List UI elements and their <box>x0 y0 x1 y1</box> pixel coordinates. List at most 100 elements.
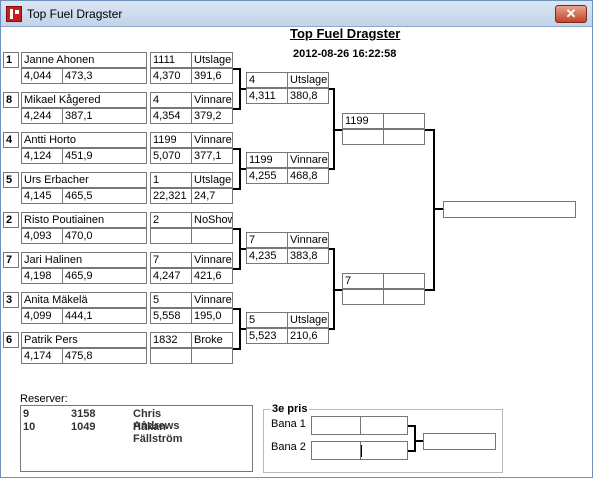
driver-name-field[interactable]: Patrik Pers <box>21 332 147 348</box>
driver-speed-field[interactable]: 473,3 <box>62 68 147 84</box>
round2-time-field[interactable]: 5,523 <box>246 328 288 344</box>
result-status-field[interactable]: Broke <box>191 332 233 348</box>
result-status-field[interactable]: Vinnare <box>191 292 233 308</box>
connector-line <box>329 168 335 170</box>
driver-speed-field[interactable]: 465,5 <box>62 188 147 204</box>
connector-line <box>239 328 246 330</box>
third-place-winner-field[interactable] <box>423 433 496 450</box>
driver-speed-field[interactable]: 470,0 <box>62 228 147 244</box>
round2-speed-field[interactable]: 380,8 <box>287 88 329 104</box>
result-speed-field[interactable]: 377,1 <box>191 148 233 164</box>
result-time-field[interactable]: 4,354 <box>150 108 192 124</box>
driver-name-field[interactable]: Urs Erbacher <box>21 172 147 188</box>
result-status-field[interactable]: Utslager <box>191 172 233 188</box>
window-title: Top Fuel Dragster <box>27 7 123 21</box>
result-number-field[interactable]: 4 <box>150 92 192 108</box>
reserve-name: Chris Andrews <box>133 408 180 432</box>
driver-name-field[interactable]: Anita Mäkelä <box>21 292 147 308</box>
round2-number-field[interactable]: 5 <box>246 312 288 328</box>
driver-name-field[interactable]: Mikael Kågered <box>21 92 147 108</box>
result-time-field[interactable]: 22,321 <box>150 188 192 204</box>
third-lane-2-status-field[interactable] <box>360 441 408 460</box>
driver-time-field[interactable]: 4,093 <box>21 228 63 244</box>
round2-speed-field[interactable]: 210,6 <box>287 328 329 344</box>
result-number-field[interactable]: 1199 <box>150 132 192 148</box>
round2-speed-field[interactable]: 383,8 <box>287 248 329 264</box>
round2-status-field[interactable]: Vinnare <box>287 152 329 168</box>
semifinal-time-field[interactable] <box>342 289 384 305</box>
round2-speed-field[interactable]: 468,8 <box>287 168 329 184</box>
semifinal-speed-field[interactable] <box>383 289 425 305</box>
result-number-field[interactable]: 5 <box>150 292 192 308</box>
driver-time-field[interactable]: 4,145 <box>21 188 63 204</box>
result-speed-field[interactable]: 391,6 <box>191 68 233 84</box>
result-status-field[interactable]: Utslager <box>191 52 233 68</box>
final-winner-field[interactable] <box>443 201 576 218</box>
round2-status-field[interactable]: Vinnare <box>287 232 329 248</box>
result-status-field[interactable]: Vinnare <box>191 92 233 108</box>
result-speed-field[interactable] <box>191 348 233 364</box>
result-speed-field[interactable]: 195,0 <box>191 308 233 324</box>
third-lane-2-number-field[interactable] <box>311 441 361 460</box>
result-time-field[interactable] <box>150 228 192 244</box>
semifinal-status-field[interactable] <box>383 113 425 129</box>
result-speed-field[interactable]: 24,7 <box>191 188 233 204</box>
driver-name-field[interactable]: Janne Ahonen <box>21 52 147 68</box>
result-status-field[interactable]: Vinnare <box>191 252 233 268</box>
round2-time-field[interactable]: 4,235 <box>246 248 288 264</box>
driver-speed-field[interactable]: 444,1 <box>62 308 147 324</box>
semifinal-speed-field[interactable] <box>383 129 425 145</box>
third-lane-1-number-field[interactable] <box>311 416 361 435</box>
connector-line <box>233 268 241 270</box>
round2-number-field[interactable]: 1199 <box>246 152 288 168</box>
driver-name-field[interactable]: Risto Poutiainen <box>21 212 147 228</box>
round2-number-field[interactable]: 4 <box>246 72 288 88</box>
result-time-field[interactable]: 5,070 <box>150 148 192 164</box>
lane-2-label: Bana 2 <box>271 441 306 453</box>
round2-time-field[interactable]: 4,255 <box>246 168 288 184</box>
driver-time-field[interactable]: 4,244 <box>21 108 63 124</box>
reserve-position: 10 <box>23 421 36 433</box>
close-button[interactable]: ✕ <box>555 5 587 23</box>
reserves-list[interactable]: 9 3158 Chris Andrews 10 1049 Håkan Fälls… <box>20 405 253 472</box>
result-number-field[interactable]: 7 <box>150 252 192 268</box>
connector-line <box>433 208 443 210</box>
result-time-field[interactable]: 5,558 <box>150 308 192 324</box>
title-bar[interactable]: Top Fuel Dragster ✕ <box>1 1 592 27</box>
seed-number: 1 <box>3 52 19 68</box>
result-speed-field[interactable]: 379,2 <box>191 108 233 124</box>
round2-number-field[interactable]: 7 <box>246 232 288 248</box>
result-number-field[interactable]: 2 <box>150 212 192 228</box>
driver-name-field[interactable]: Jari Halinen <box>21 252 147 268</box>
driver-speed-field[interactable]: 451,9 <box>62 148 147 164</box>
third-lane-1-status-field[interactable] <box>360 416 408 435</box>
driver-speed-field[interactable]: 387,1 <box>62 108 147 124</box>
result-status-field[interactable]: NoShow <box>191 212 233 228</box>
semifinal-status-field[interactable] <box>383 273 425 289</box>
result-number-field[interactable]: 1111 <box>150 52 192 68</box>
result-speed-field[interactable]: 421,6 <box>191 268 233 284</box>
semifinal-number-field[interactable]: 7 <box>342 273 384 289</box>
semifinal-time-field[interactable] <box>342 129 384 145</box>
round2-status-field[interactable]: Utslager <box>287 72 329 88</box>
round2-status-field[interactable]: Utslager <box>287 312 329 328</box>
result-time-field[interactable]: 4,247 <box>150 268 192 284</box>
driver-speed-field[interactable]: 475,8 <box>62 348 147 364</box>
driver-time-field[interactable]: 4,198 <box>21 268 63 284</box>
driver-time-field[interactable]: 4,174 <box>21 348 63 364</box>
page-title: Top Fuel Dragster <box>290 26 401 41</box>
result-number-field[interactable]: 1 <box>150 172 192 188</box>
result-time-field[interactable]: 4,370 <box>150 68 192 84</box>
result-status-field[interactable]: Vinnare <box>191 132 233 148</box>
connector-line <box>233 68 241 70</box>
driver-time-field[interactable]: 4,099 <box>21 308 63 324</box>
round2-time-field[interactable]: 4,311 <box>246 88 288 104</box>
driver-time-field[interactable]: 4,124 <box>21 148 63 164</box>
driver-name-field[interactable]: Antti Horto <box>21 132 147 148</box>
result-speed-field[interactable] <box>191 228 233 244</box>
driver-speed-field[interactable]: 465,9 <box>62 268 147 284</box>
driver-time-field[interactable]: 4,044 <box>21 68 63 84</box>
result-time-field[interactable] <box>150 348 192 364</box>
semifinal-number-field[interactable]: 1199 <box>342 113 384 129</box>
result-number-field[interactable]: 1832 <box>150 332 192 348</box>
